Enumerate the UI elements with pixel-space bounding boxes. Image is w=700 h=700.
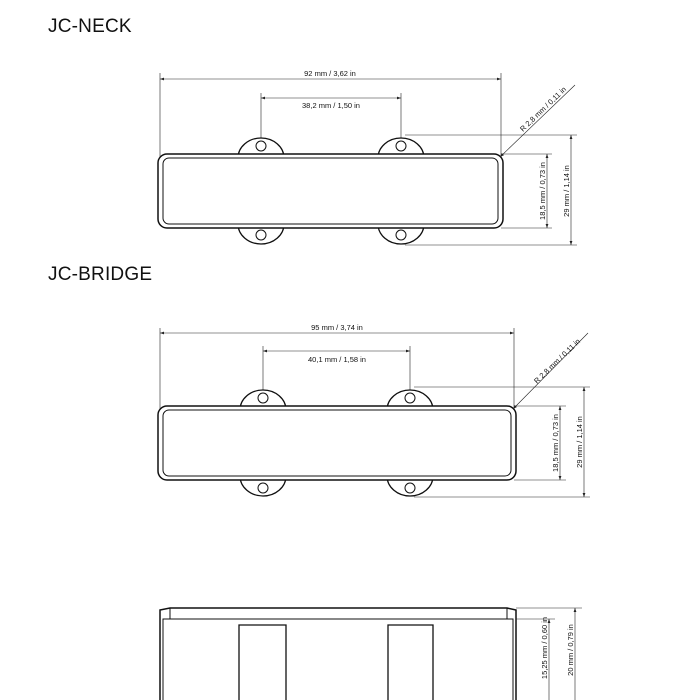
side-view: 15,25 mm / 0,60 in 20 mm / 0,79 in [159,607,582,700]
bridge-hole-top-left [257,392,269,404]
bridge-total-width-label: 29 mm / 1,14 in [575,416,584,468]
bridge-hole-spacing-label: 40,1 mm / 1,58 in [308,355,366,364]
neck-hole-bottom-left [255,229,267,241]
side-leg-left [238,624,287,700]
neck-hole-spacing-label: 38,2 mm / 1,50 in [302,101,360,110]
neck-hole-bottom-right [395,229,407,241]
side-leg-right [387,624,434,700]
title-jc-neck: JC-NECK [48,16,132,37]
bridge-hole-bottom-left [257,482,269,494]
bridge-top-view: 95 mm / 3,74 in 40,1 mm / 1,58 in R 2,8 … [157,323,590,498]
bridge-radius-label: R 2,8 mm / 0,11 in [532,337,582,386]
bridge-hole-bottom-right [404,482,416,494]
bridge-body-width-label: 18,5 mm / 0,73 in [551,414,560,472]
neck-length-label: 92 mm / 3,62 in [304,69,356,78]
neck-hole-top-right [395,140,407,152]
bridge-hole-top-right [404,392,416,404]
bridge-body-inner [162,409,512,477]
neck-body-width-label: 18,5 mm / 0,73 in [538,162,547,220]
side-body-outer [159,607,517,700]
side-body-inner [162,618,514,700]
title-jc-bridge: JC-BRIDGE [48,264,153,285]
neck-radius-label: R 2,8 mm / 0,11 in [518,85,568,134]
side-body-height-label: 15,25 mm / 0,60 in [540,617,549,679]
neck-hole-top-left [255,140,267,152]
neck-top-view: 92 mm / 3,62 in 38,2 mm / 1,50 in R 2,8 … [157,69,577,246]
bridge-length-label: 95 mm / 3,74 in [311,323,363,332]
bridge-radius-leader [512,332,589,410]
neck-body-inner [162,157,499,225]
side-total-height-label: 20 mm / 0,79 in [566,624,575,676]
neck-radius-leader [499,84,576,158]
neck-total-width-label: 29 mm / 1,14 in [562,165,571,217]
